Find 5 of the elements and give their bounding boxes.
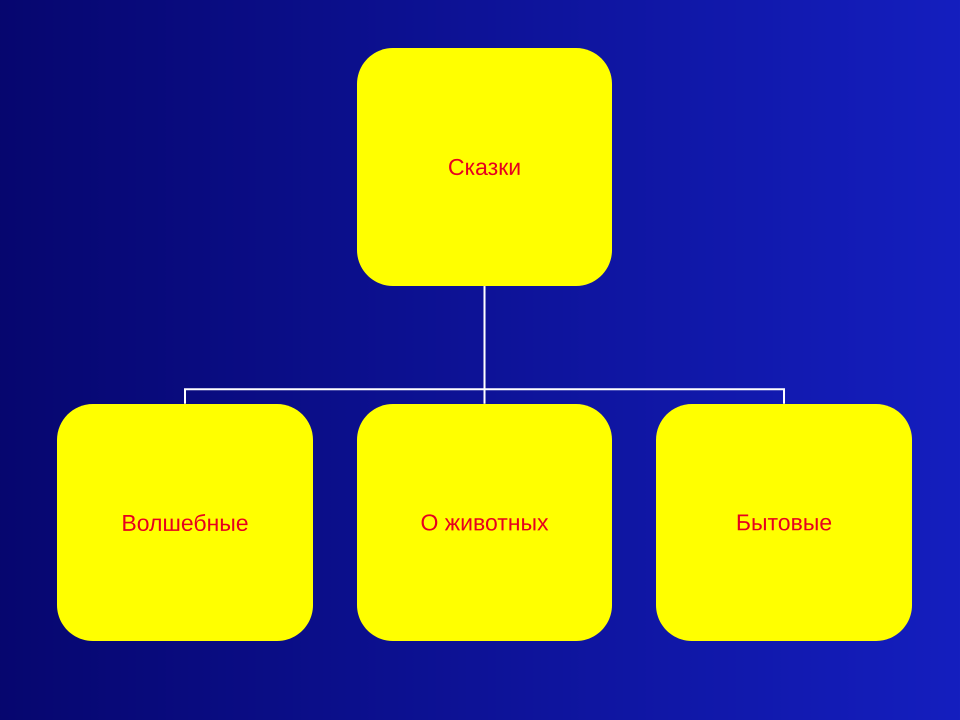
- category-box: О животных: [357, 404, 612, 641]
- category-box: Волшебные: [57, 404, 313, 641]
- category-box: Сказки: [357, 48, 612, 286]
- category-box: Бытовые: [656, 404, 912, 641]
- connector-line: [484, 286, 786, 404]
